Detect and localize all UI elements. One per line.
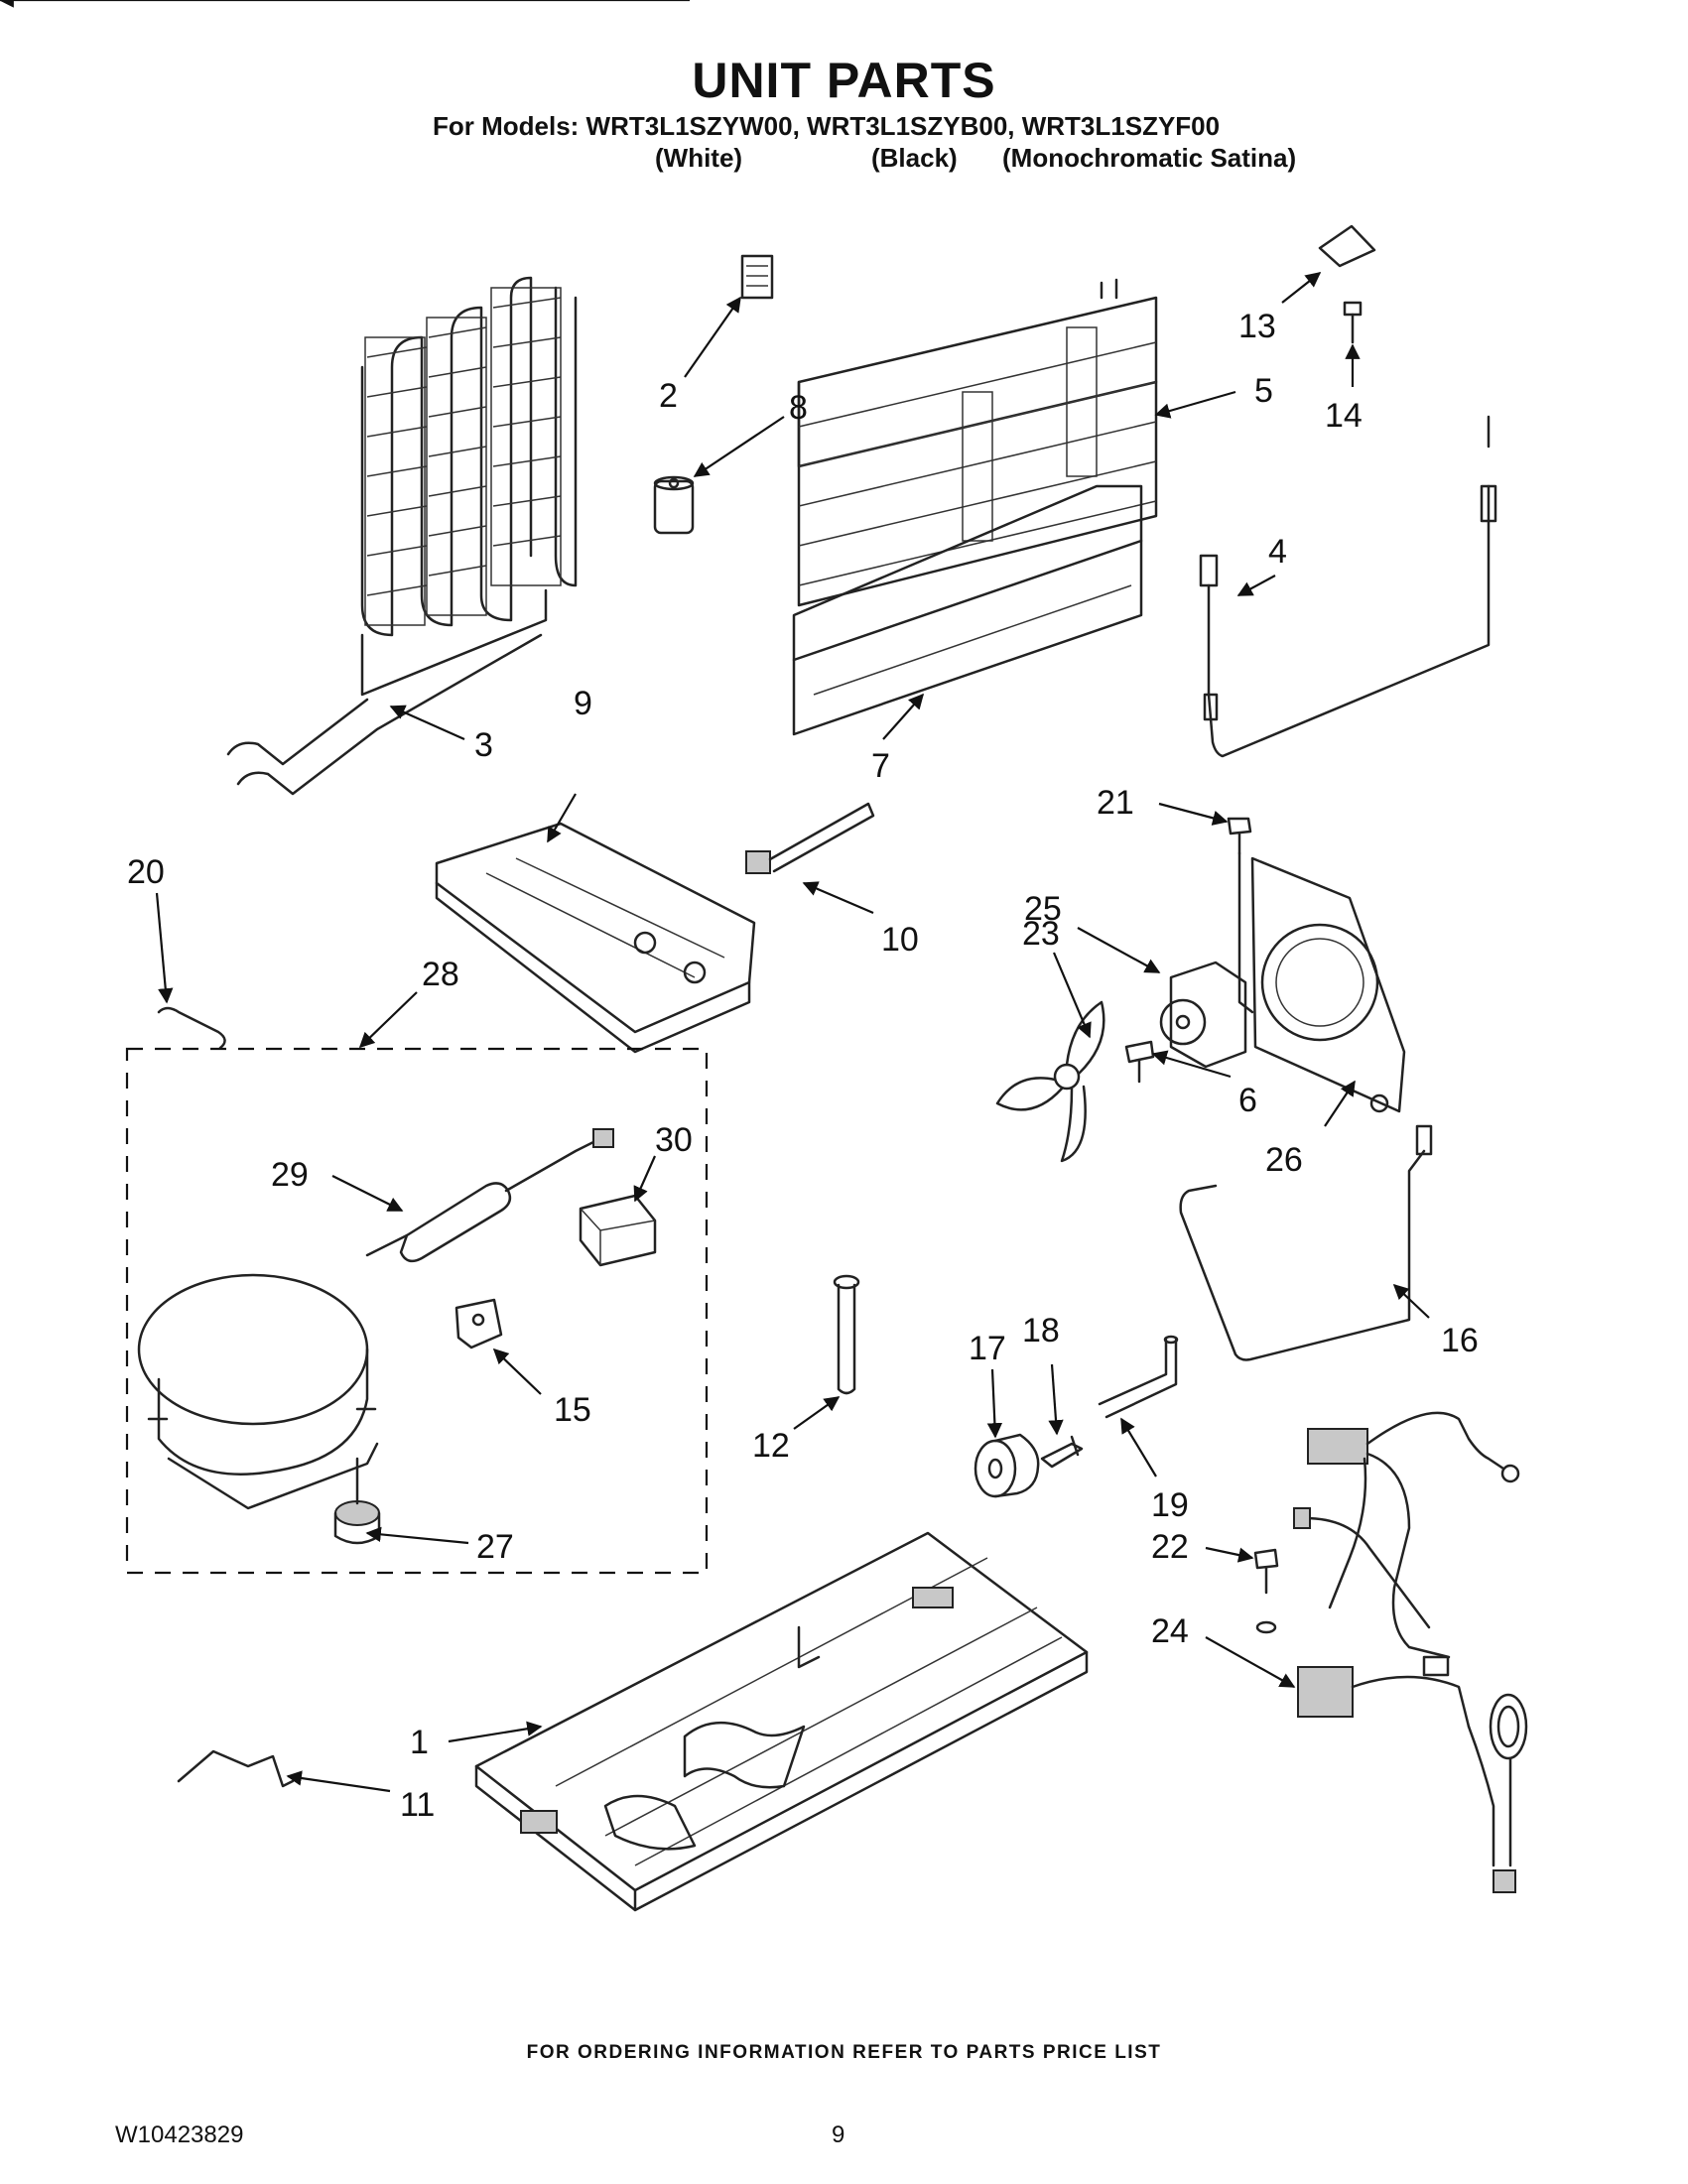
callout-27: 27: [476, 1528, 514, 1566]
callout-29: 29: [271, 1156, 309, 1194]
leader-lines: [0, 0, 1430, 1793]
callout-5: 5: [1254, 372, 1273, 410]
callout-9: 9: [574, 685, 592, 722]
document-number: W10423829: [115, 2121, 244, 2148]
variant-black: (Black): [871, 143, 958, 173]
callout-17: 17: [969, 1330, 1006, 1367]
machine-base-plate: [474, 1531, 1089, 1912]
callout-2: 2: [659, 377, 678, 415]
relay-part: [579, 1194, 657, 1267]
callout-26: 26: [1265, 1141, 1303, 1179]
callout-11: 11: [400, 1786, 435, 1824]
compressor-body: [137, 1273, 379, 1510]
callout-16: 16: [1441, 1322, 1479, 1359]
callout-6: 6: [1238, 1082, 1257, 1119]
grommet-part: [333, 1457, 381, 1545]
evaporator-tray: [435, 822, 756, 1054]
ordering-note: FOR ORDERING INFORMATION REFER TO PARTS …: [526, 2042, 1162, 2063]
short-tube: [1098, 1335, 1179, 1419]
fan-blade: [995, 1000, 1105, 1163]
wire-clip: [177, 1749, 295, 1788]
callout-1: 1: [410, 1724, 429, 1761]
plug-part: [653, 475, 695, 535]
wire-harness: [1293, 1411, 1528, 1893]
callout-19: 19: [1151, 1486, 1189, 1524]
clip-part: [740, 254, 774, 300]
fan-screw: [1227, 817, 1252, 855]
variant-white: (White): [655, 143, 743, 173]
condenser-loop-tube: [1179, 1124, 1433, 1361]
evaporator: [797, 278, 1158, 607]
fan-motor: [1159, 961, 1247, 1069]
harness-screw: [1253, 1548, 1279, 1634]
callout-numbers: 1 2 3 4 5 6 7 8 9 10 11 12 13 14 15 16 1…: [127, 308, 1479, 1824]
callout-30: 30: [655, 1121, 693, 1159]
callout-15: 15: [554, 1391, 591, 1429]
axle-pin: [1040, 1435, 1084, 1469]
callout-14: 14: [1325, 397, 1363, 435]
callout-24: 24: [1151, 1612, 1189, 1650]
compressor-kit-box: [125, 1047, 709, 1575]
callout-8: 8: [789, 389, 808, 427]
callout-20: 20: [127, 853, 165, 891]
page-number: 9: [832, 2121, 845, 2148]
callout-18: 18: [1022, 1312, 1060, 1349]
drain-tube: [833, 1274, 860, 1395]
callout-13: 13: [1238, 308, 1276, 345]
callout-10: 10: [881, 921, 919, 959]
motor-screw: [1124, 1040, 1155, 1084]
callout-3: 3: [474, 726, 493, 764]
bracket-part: [1318, 224, 1376, 268]
overload-part: [454, 1298, 503, 1349]
page-title: UNIT PARTS: [692, 53, 996, 108]
callout-4: 4: [1268, 533, 1287, 571]
screw-part: [1343, 301, 1363, 344]
drain-trough: [792, 484, 1143, 736]
callout-28: 28: [422, 956, 459, 993]
condenser-coil: [226, 276, 578, 796]
callout-7: 7: [871, 747, 890, 785]
sensor-wire: [1199, 415, 1497, 758]
callout-25: 25: [1024, 890, 1062, 928]
callout-21: 21: [1097, 784, 1134, 822]
callout-23: 23: [1022, 915, 1060, 953]
cable-tie: [745, 802, 875, 874]
callout-12: 12: [752, 1427, 790, 1465]
fan-shroud: [1237, 851, 1406, 1113]
variant-satina: (Monochromatic Satina): [1002, 143, 1297, 173]
callout-22: 22: [1151, 1528, 1189, 1566]
roller-wheel: [974, 1433, 1040, 1498]
filter-drier: [365, 1128, 614, 1263]
models-line: For Models: WRT3L1SZYW00, WRT3L1SZYB00, …: [433, 111, 1221, 141]
wire-link: [157, 1006, 226, 1050]
